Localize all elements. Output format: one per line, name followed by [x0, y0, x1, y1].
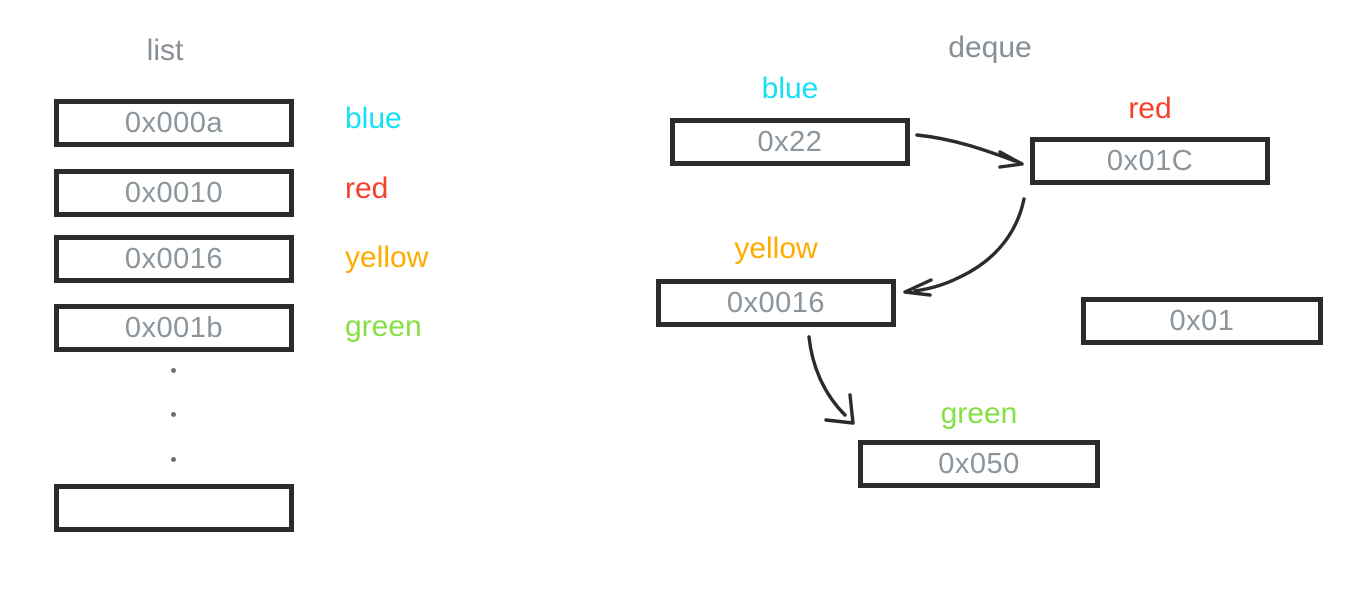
deque-cell-unlabeled: 0x01: [1081, 297, 1323, 345]
list-cell-2-value: 0x0016: [124, 242, 224, 275]
deque-cell-red-value: 0x01C: [1106, 144, 1194, 177]
deque-cell-unlabeled-value: 0x01: [1169, 304, 1235, 337]
deque-cell-green: 0x050: [858, 440, 1100, 488]
ellipsis-dot-2: [171, 412, 176, 417]
list-cell-0: 0x000a: [54, 99, 294, 147]
list-cell-empty: [54, 484, 294, 532]
list-cell-1-value: 0x0010: [124, 176, 224, 209]
deque-cell-red-label: red: [1128, 92, 1172, 125]
list-cell-2: 0x0016: [54, 235, 294, 283]
deque-cell-blue: 0x22: [670, 118, 910, 166]
arrow-yellow-to-green: [807, 335, 855, 425]
deque-cell-red: 0x01C: [1030, 137, 1270, 185]
ellipsis-dot-1: [171, 368, 176, 373]
deque-cell-yellow: 0x0016: [656, 279, 896, 327]
list-cell-3-value: 0x001b: [124, 311, 224, 344]
deque-cell-yellow-label: yellow: [734, 232, 818, 265]
arrow-blue-to-red: [915, 133, 1024, 169]
list-cell-3-label: green: [345, 310, 422, 343]
list-cell-0-value: 0x000a: [124, 106, 224, 139]
list-cell-1-label: red: [345, 172, 389, 205]
arrow-red-to-yellow: [903, 197, 1026, 297]
list-cell-2-label: yellow: [345, 241, 429, 274]
deque-section-title: deque: [948, 31, 1032, 64]
list-cell-0-label: blue: [345, 102, 402, 135]
list-cell-3: 0x001b: [54, 304, 294, 352]
deque-cell-green-value: 0x050: [938, 447, 1020, 480]
list-cell-1: 0x0010: [54, 169, 294, 217]
deque-cell-blue-value: 0x22: [757, 125, 823, 158]
ellipsis-dot-3: [171, 457, 176, 462]
deque-cell-yellow-value: 0x0016: [726, 286, 826, 319]
deque-cell-blue-label: blue: [761, 72, 819, 105]
deque-cell-green-label: green: [940, 397, 1018, 430]
list-section-title: list: [146, 34, 184, 67]
